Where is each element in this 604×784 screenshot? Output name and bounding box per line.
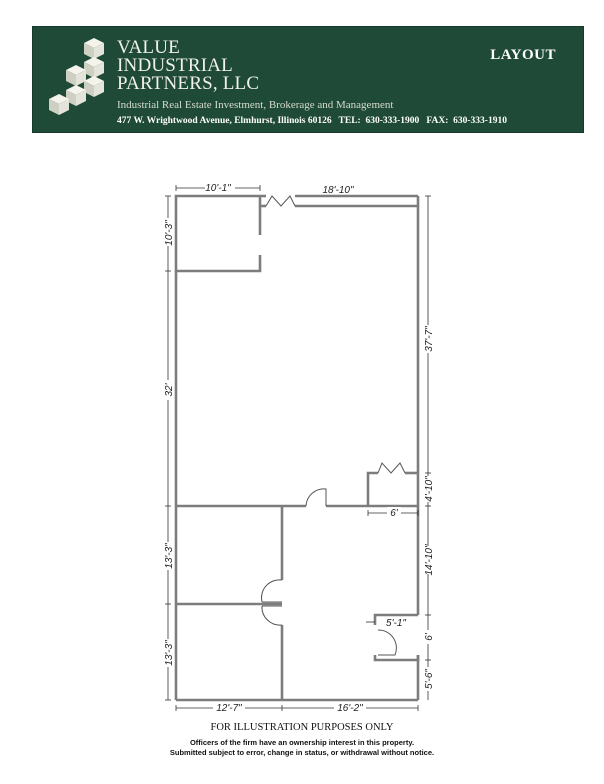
disclaimer-line2: Submitted subject to error, change in st… xyxy=(169,748,435,757)
dim-left-office-2-height: 13'-3" xyxy=(164,640,175,666)
dim-bottom-left-width: 12'-7" xyxy=(216,703,242,714)
dim-right-lower-height: 14'-10" xyxy=(424,544,435,575)
dim-restroom-width: 5'-1" xyxy=(386,618,406,629)
dim-bottom-right-height: 5'-6" xyxy=(424,669,435,689)
header-banner: VALUE INDUSTRIAL PARTNERS, LLC Industria… xyxy=(32,26,584,133)
company-name-line2: INDUSTRIAL xyxy=(117,55,233,76)
dim-top-left-office-height: 10'-3" xyxy=(164,220,175,246)
company-name-line1: VALUE xyxy=(117,37,180,58)
dim-left-office-1-height: 13'-3" xyxy=(164,543,175,569)
contact-address: 477 W. Wrightwood Avenue, Elmhurst, Illi… xyxy=(117,116,507,126)
dim-left-warehouse-height: 32' xyxy=(164,382,175,396)
disclaimer-line1: Officers of the firm have an ownership i… xyxy=(189,738,415,747)
dim-bottom-right-width: 16'-2" xyxy=(337,703,363,714)
dim-top-right-width: 18'-10" xyxy=(322,185,353,196)
tagline: Industrial Real Estate Investment, Broke… xyxy=(117,99,394,111)
company-name-line3: PARTNERS, LLC xyxy=(117,73,260,94)
dim-right-small-room-height: 4'-10" xyxy=(424,476,435,502)
page-title: LAYOUT xyxy=(490,47,556,63)
dim-right-upper-height: 37'-7" xyxy=(424,326,435,352)
dim-top-left-office-width: 10'-1" xyxy=(205,183,231,194)
dim-restroom-height: 6' xyxy=(424,632,435,641)
disclaimer: Officers of the firm have an ownership i… xyxy=(0,738,604,758)
dim-small-room-width: 6' xyxy=(390,508,399,519)
illustration-notice: FOR ILLUSTRATION PURPOSES ONLY xyxy=(210,722,394,733)
company-name: VALUE INDUSTRIAL PARTNERS, LLC xyxy=(117,37,260,94)
